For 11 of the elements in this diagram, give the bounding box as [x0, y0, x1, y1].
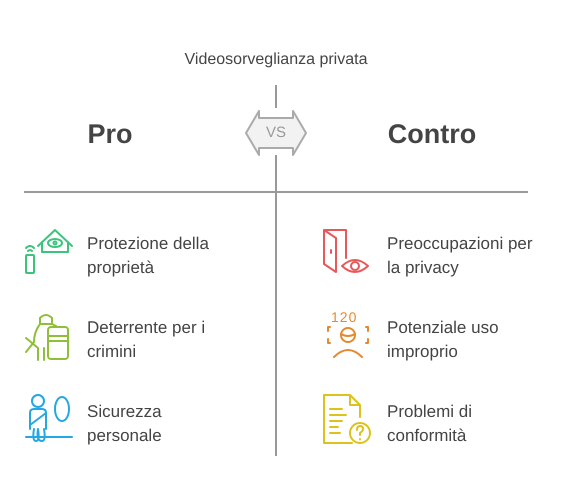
item-text: Problemi di conformità	[387, 401, 474, 447]
item-text: Deterrente per i crimini	[87, 317, 206, 363]
item-text: Protezione della proprietà	[87, 233, 210, 279]
item-text: Potenziale uso improprio	[387, 317, 500, 363]
item-text: Sicurezza personale	[87, 401, 163, 447]
title: Videosorveglianza privata	[184, 50, 368, 70]
column-heading: Contro	[386, 118, 478, 151]
double-arrow-shape: VS	[245, 110, 307, 156]
column-heading: Pro	[86, 118, 134, 151]
item-text: Preoccupazioni per la privacy	[387, 233, 534, 279]
icon-number: 120	[331, 309, 358, 325]
